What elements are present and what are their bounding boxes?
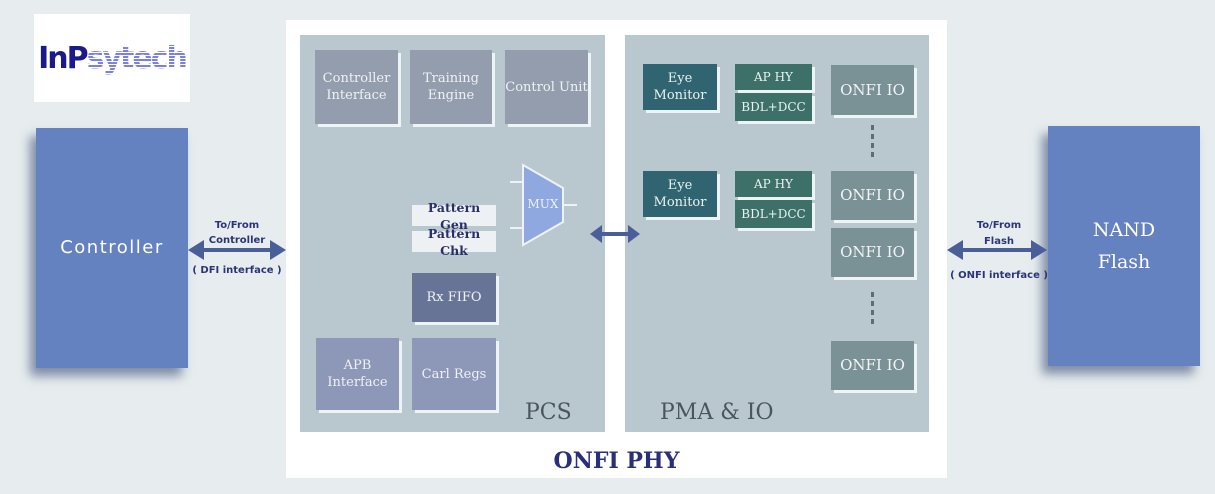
mux-symbol [510,163,577,247]
controller-label: Controller [60,237,164,258]
controller-interface-block: Controller Interface [315,50,398,124]
ap-hy-block: AP HY [735,171,812,197]
apb-interface-block: APB Interface [316,338,399,410]
training-engine-block: Training Engine [410,50,492,124]
bdl-dcc-block: BDL+DCC [735,93,812,121]
right-link-label-1: To/From [976,220,1022,231]
left-link-label-2: Controller [208,235,266,246]
eye-monitor-block: Eye Monitor [643,64,717,110]
pattern-chk-block: Pattern Chk [412,226,496,258]
carl-regs-block: Carl Regs [412,338,496,410]
onfi-io-block: ONFI IO [831,65,914,115]
pma-io-label: PMA & IO [660,400,774,425]
controller-phy-arrow [188,240,286,260]
onfi-io-block: ONFI IO [831,341,914,390]
right-link-label-2: Flash [983,236,1015,247]
pattern-gen-block: Pattern Gen [412,200,496,232]
mux-label: MUX [527,197,559,211]
ap-hy-block: AP HY [735,64,812,90]
pcs-pma-arrow [590,225,640,243]
rx-fifo-block: Rx FIFO [412,273,496,322]
nand-label: NAND [1092,219,1156,241]
ellipsis-dashes [871,292,874,324]
onfi-phy-title: ONFI PHY [553,448,680,474]
onfi-interface-note: ( ONFI interface ) [950,270,1048,281]
controller-block: Controller [36,128,188,368]
ellipsis-dashes [871,125,874,157]
eye-monitor-block: Eye Monitor [643,171,717,217]
onfi-io-block: ONFI IO [831,171,914,220]
bdl-dcc-block: BDL+DCC [735,200,812,228]
phy-nand-arrow [947,240,1047,260]
onfi-io-block: ONFI IO [831,228,914,277]
control-unit-block: Control Unit [505,50,588,124]
pcs-label: PCS [525,400,572,425]
left-link-label-1: To/From [214,220,260,231]
nand-flash-block: NAND Flash [1048,126,1200,366]
dfi-interface-note: ( DFI interface ) [192,265,282,276]
flash-label: Flash [1097,251,1151,273]
